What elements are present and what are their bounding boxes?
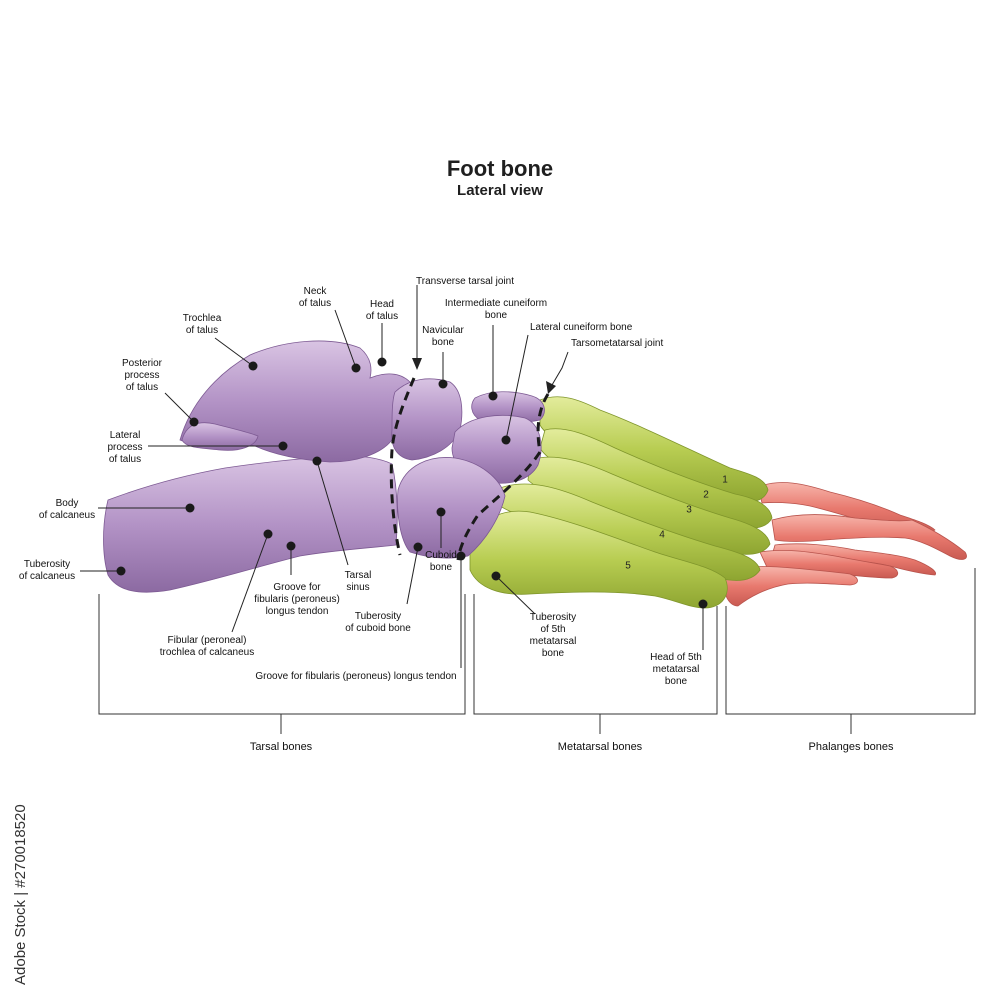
dot-groove-long xyxy=(456,551,466,561)
joint-lines xyxy=(389,377,550,561)
metatarsal-number-5: 5 xyxy=(625,560,631,572)
diagram-subtitle: Lateral view xyxy=(457,182,543,199)
arrow-shaft-tarsometatarsal xyxy=(551,351,569,386)
metatarsal-number-4: 4 xyxy=(659,529,665,541)
label-neck-of-talus: Neck of talus xyxy=(298,286,332,309)
arrow-head-transverse xyxy=(412,358,422,370)
phalanx-row-5 xyxy=(721,566,858,607)
group-label-metatarsal-bones: Metatarsal bones xyxy=(557,741,643,753)
dot-tarsal-sinus xyxy=(312,456,322,466)
metatarsals xyxy=(469,396,773,609)
stock-credit: Adobe Stock | #270018520 xyxy=(12,804,29,985)
label-head-of-talus: Head of talus xyxy=(365,299,399,322)
label-groove-for-fibularis-longus-tendon: Groove for fibularis (peroneus) longus t… xyxy=(255,671,457,682)
metatarsal-number-3: 3 xyxy=(686,504,692,516)
label-lateral-cuneiform-bone: Lateral cuneiform bone xyxy=(530,322,633,333)
phalanges xyxy=(721,482,967,607)
marker-dots xyxy=(116,357,708,609)
label-cuboid-bone: Cuboid bone xyxy=(425,550,457,573)
label-posterior-process-of-talus: Posterior process of talus xyxy=(121,358,163,393)
leader-tuberosity-5th xyxy=(495,575,536,615)
dot-posterior-process xyxy=(189,417,199,427)
leader-fibular-trochlea xyxy=(231,533,269,633)
dot-tuberosity-cuboid xyxy=(413,542,423,552)
group-label-tarsal-bones: Tarsal bones xyxy=(249,741,313,753)
leader-tuberosity-cuboid xyxy=(406,546,419,605)
dot-cuboid xyxy=(436,507,446,517)
dot-neck-talus xyxy=(351,363,361,373)
arrow-heads xyxy=(412,358,556,394)
dot-tuberosity-calcaneus xyxy=(116,566,126,576)
group-label-phalanges-bones: Phalanges bones xyxy=(808,741,894,753)
metatarsal-number-1: 1 xyxy=(722,474,728,486)
navicular xyxy=(391,378,463,461)
talus-posterior-process xyxy=(181,422,259,451)
dot-lateral-process xyxy=(278,441,288,451)
metatarsal-5 xyxy=(469,510,728,609)
leader-tarsal-sinus xyxy=(316,460,349,566)
label-lateral-process-of-talus: Lateral process of talus xyxy=(107,430,143,465)
transverse-tarsal-joint-line xyxy=(389,377,416,556)
dot-navicular xyxy=(438,379,448,389)
label-tuberosity-of-calcaneus: Tuberosity of calcaneus xyxy=(18,559,76,582)
dot-head-5th xyxy=(698,599,708,609)
bracket-metatarsal xyxy=(473,594,718,715)
dot-tuberosity-5th xyxy=(491,571,501,581)
dot-head-talus xyxy=(377,357,387,367)
tarsometatarsal-joint-line xyxy=(456,393,550,561)
dot-fibular-trochlea xyxy=(263,529,273,539)
phalanx-row-2 xyxy=(771,514,967,560)
leader-lines xyxy=(80,285,704,668)
leader-trochlea xyxy=(214,337,254,367)
label-tuberosity-of-cuboid-bone: Tuberosity of cuboid bone xyxy=(345,611,411,634)
label-tarsometatarsal-joint: Tarsometatarsal joint xyxy=(571,338,664,349)
label-fibular-trochlea-of-calcaneus: Fibular (peroneal) trochlea of calcaneus xyxy=(159,635,255,658)
leader-neck-talus xyxy=(334,309,357,369)
arrow-head-tarsometatarsal xyxy=(546,381,556,394)
leader-posterior-process xyxy=(164,392,195,423)
bracket-tarsal xyxy=(98,594,466,715)
metatarsal-number-2: 2 xyxy=(703,489,709,501)
label-groove-for-fibularis: Groove for fibularis (peroneus) longus t… xyxy=(254,582,340,617)
label-navicular-bone: Navicular bone xyxy=(422,325,464,348)
diagram-title: Foot bone xyxy=(446,156,554,181)
dot-trochlea xyxy=(248,361,258,371)
dot-groove xyxy=(286,541,296,551)
dot-body-calcaneus xyxy=(185,503,195,513)
group-brackets xyxy=(98,568,976,734)
leader-lateral-cuneiform xyxy=(505,334,529,441)
cuboid xyxy=(397,457,506,559)
label-tarsal-sinus: Tarsal sinus xyxy=(344,570,372,593)
dot-intermediate-cuneiform xyxy=(488,391,498,401)
label-trochlea-of-talus: Trochlea of talus xyxy=(182,313,222,336)
tarsals xyxy=(103,340,545,593)
cuneiform-intermediate xyxy=(471,391,545,424)
label-transverse-tarsal-joint: Transverse tarsal joint xyxy=(416,276,514,287)
label-intermediate-cuneiform-bone: Intermediate cuneiform bone xyxy=(444,298,548,321)
label-body-of-calcaneus: Body of calcaneus xyxy=(38,498,96,521)
label-tuberosity-of-5th-metatarsal: Tuberosity of 5th metatarsal bone xyxy=(529,612,577,659)
calcaneus xyxy=(103,455,398,593)
dot-lateral-cuneiform xyxy=(501,435,511,445)
label-head-of-5th-metatarsal: Head of 5th metatarsal bone xyxy=(650,652,702,687)
